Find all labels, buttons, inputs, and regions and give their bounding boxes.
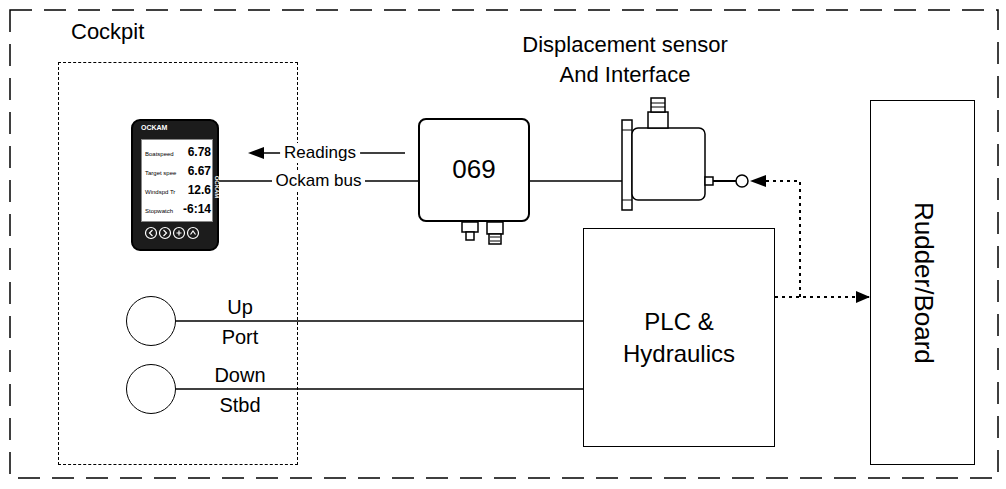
box-label: PLC & Hydraulics [623, 306, 735, 368]
cable-gland-nut [489, 234, 501, 244]
connector [176, 388, 583, 390]
connector [176, 320, 583, 322]
reading-name: Boatspeed [145, 151, 174, 158]
sensor-rod [713, 180, 736, 182]
reading-value: 12.6 [188, 184, 211, 197]
button-glyph [191, 231, 196, 235]
plate-hole [622, 200, 632, 201]
readings-arrowhead [248, 147, 264, 159]
display-button [188, 228, 199, 239]
cable-gland-tip [466, 232, 474, 240]
sensor-box: 069 [418, 118, 530, 222]
gland-ridge [490, 241, 500, 242]
reading-name: Target spee [145, 170, 176, 177]
box-label: 069 [452, 153, 495, 187]
connector-label: Ockam bus [272, 171, 366, 191]
system-boundary [10, 10, 998, 478]
gland-ridge [490, 237, 500, 238]
group-heading: Cockpit [71, 19, 144, 45]
mounting-plate [622, 120, 632, 210]
plate-hole [622, 130, 632, 131]
process-box: Rudder/Board [870, 100, 975, 465]
cable-gland [487, 222, 503, 234]
sensor-body [632, 128, 705, 200]
control-button: UpPort [126, 296, 176, 346]
button-glyph [150, 230, 153, 236]
process-box: PLC & Hydraulics [583, 228, 775, 447]
connector [775, 296, 870, 298]
control-button: DownStbd [126, 364, 176, 414]
section-heading: Displacement sensor And Interface [513, 30, 738, 90]
control-label: Port [222, 326, 259, 348]
reading-value: 6.67 [188, 165, 211, 178]
button-glyph [164, 230, 167, 236]
control-label: Up [227, 296, 253, 318]
connector-ridge [651, 103, 665, 104]
signal-label: Readings [280, 143, 360, 163]
cockpit-region: CockpitOCKAMBoatspeed6.78Target spee6.67… [58, 62, 298, 465]
instrument-display: OCKAM Boatspeed 6.78Target spee 6.67Windspd… [131, 119, 219, 251]
control-label: Down [214, 364, 265, 386]
link-arrowhead [750, 175, 766, 187]
reading-name: Windspd Tr [145, 189, 175, 196]
brand-label: OCKAM [214, 176, 221, 199]
button-glyph [177, 231, 182, 236]
display-button [160, 228, 171, 239]
cable-gland [462, 222, 478, 232]
reading-value: -6:14 [183, 203, 211, 216]
sensor-cable [530, 180, 622, 182]
display-button [174, 228, 185, 239]
rod-seal [705, 177, 713, 185]
display-button [146, 228, 157, 239]
brand-label: OCKAM [141, 124, 167, 132]
sensor-connector [648, 112, 668, 128]
sensor-connector-top [651, 98, 665, 112]
connector-ridge [651, 107, 665, 108]
reading-value: 6.78 [188, 146, 211, 159]
box-label: Rudder/Board [906, 202, 940, 364]
control-label: Stbd [219, 394, 260, 416]
display-buttons [133, 223, 217, 243]
rod-eye [736, 175, 748, 187]
reading-name: Stopwatch [145, 208, 173, 215]
